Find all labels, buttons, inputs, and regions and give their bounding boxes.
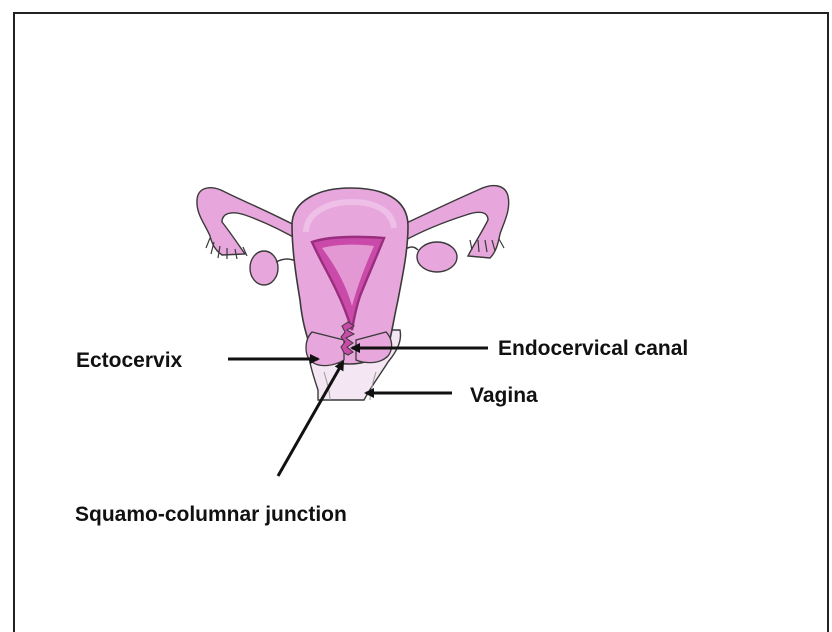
ectocervix-label: Ectocervix xyxy=(76,350,182,371)
sq-junction-label: Squamo-columnar junction xyxy=(75,504,347,525)
vagina-label: Vagina xyxy=(470,385,538,406)
left-ovary xyxy=(250,251,278,285)
right-fallopian-tube xyxy=(400,186,509,258)
sq-junction-arrow xyxy=(278,362,343,476)
endocervical-canal-label: Endocervical canal xyxy=(498,338,688,359)
right-ovary xyxy=(417,242,457,272)
